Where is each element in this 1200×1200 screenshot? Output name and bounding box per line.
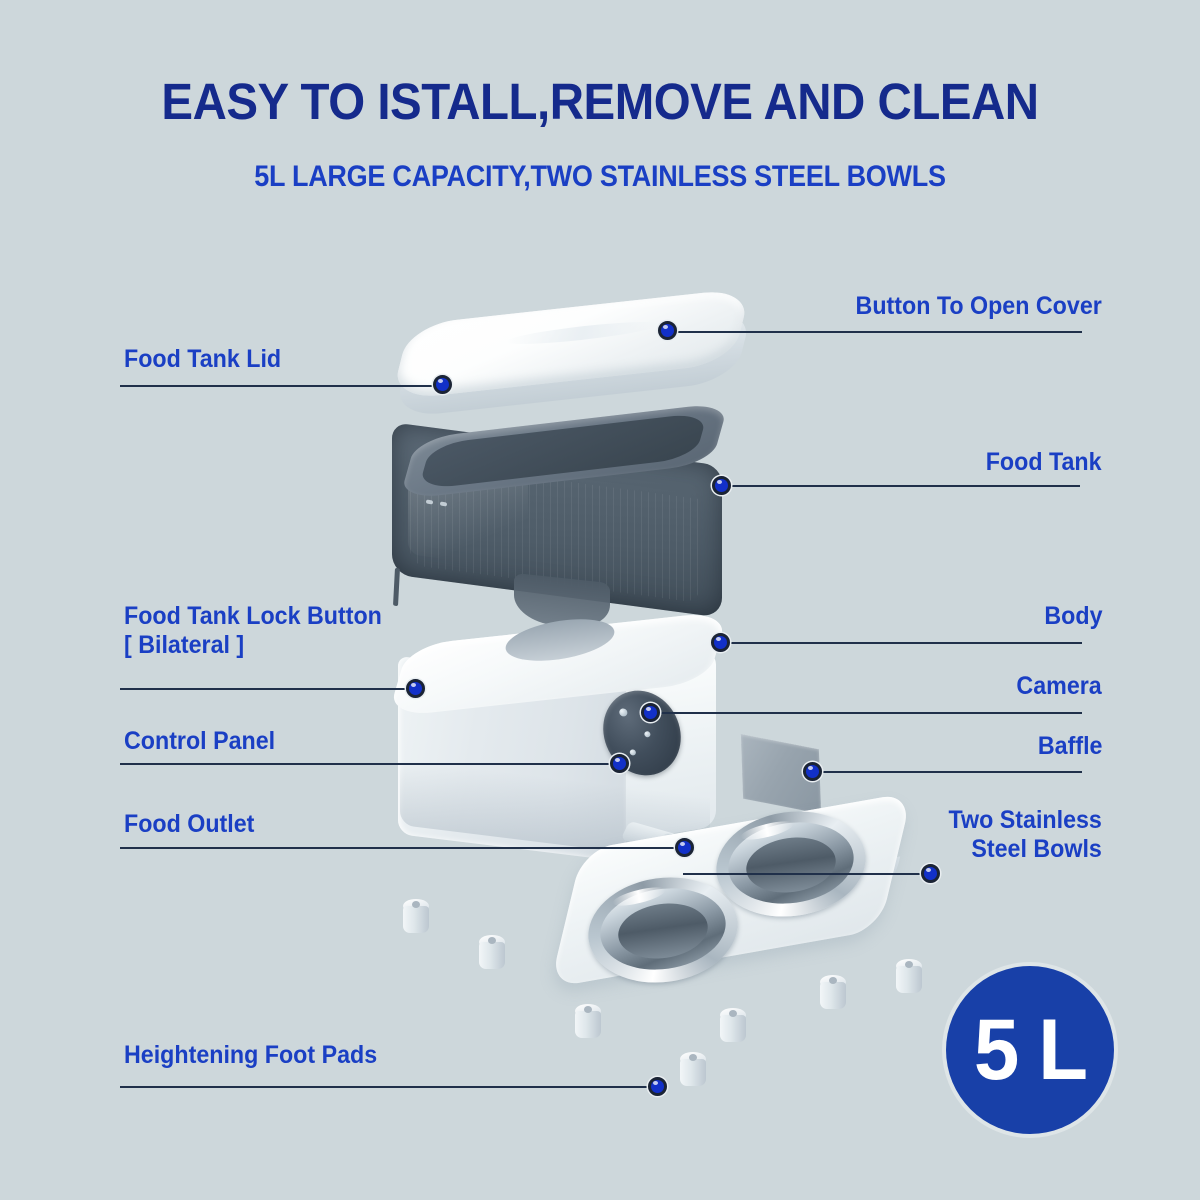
marker-food-tank[interactable] — [712, 476, 731, 495]
leader-food-tank-lock — [120, 688, 416, 690]
label-control-panel: Control Panel — [124, 727, 275, 756]
foot-pad — [479, 935, 505, 971]
label-food-tank: Food Tank — [986, 448, 1102, 477]
label-line: Two Stainless — [948, 806, 1102, 834]
label-line: Camera — [1016, 672, 1102, 700]
label-food-tank-lock-button: Food Tank Lock Button [ Bilateral ] — [124, 602, 382, 661]
leader-baffle — [812, 771, 1082, 773]
page-title: EASY TO ISTALL,REMOVE AND CLEAN — [161, 73, 1039, 130]
bowl-tray-art — [549, 792, 936, 1010]
marker-heightening-foot-pads[interactable] — [648, 1077, 667, 1096]
marker-camera[interactable] — [641, 703, 660, 722]
label-heightening-foot-pads: Heightening Foot Pads — [124, 1041, 377, 1070]
marker-button-to-open-cover[interactable] — [658, 321, 677, 340]
label-line: Body — [1043, 602, 1102, 630]
label-line: [ Bilateral ] — [124, 631, 245, 660]
label-body: Body — [1044, 602, 1102, 631]
tank-vent-slot — [440, 501, 447, 507]
capacity-badge: 5 L — [946, 966, 1114, 1134]
page-subtitle: 5L LARGE CAPACITY,TWO STAINLESS STEEL BO… — [254, 160, 946, 193]
panel-indicator — [618, 707, 629, 717]
foot-pad — [896, 959, 922, 995]
label-button-to-open-cover: Button To Open Cover — [856, 292, 1102, 321]
leader-body — [720, 642, 1082, 644]
tank-vent-slot — [426, 499, 433, 505]
label-line: Food Tank Lid — [124, 345, 282, 373]
stainless-bowl — [581, 868, 745, 992]
marker-body[interactable] — [711, 633, 730, 652]
tank-leg — [393, 567, 400, 607]
panel-indicator — [643, 730, 651, 738]
marker-control-panel[interactable] — [610, 754, 629, 773]
label-baffle: Baffle — [1037, 732, 1102, 761]
leader-food-tank-lid — [120, 385, 444, 387]
marker-two-stainless-bowls[interactable] — [921, 864, 940, 883]
label-two-stainless-steel-bowls: Two Stainless Steel Bowls — [949, 806, 1102, 865]
label-food-tank-lid: Food Tank Lid — [124, 345, 281, 374]
label-food-outlet: Food Outlet — [124, 810, 254, 839]
label-line: Heightening Foot Pads — [124, 1041, 378, 1069]
marker-food-outlet[interactable] — [675, 838, 694, 857]
marker-food-tank-lid[interactable] — [433, 375, 452, 394]
label-line: Button To Open Cover — [855, 292, 1102, 320]
leader-food-outlet — [120, 847, 685, 849]
leader-heightening-foot-pads — [120, 1086, 657, 1088]
stainless-bowl — [709, 802, 873, 926]
panel-indicator — [629, 749, 637, 756]
leader-button-to-open-cover — [667, 331, 1082, 333]
foot-pad — [403, 899, 429, 935]
label-line: Control Panel — [124, 727, 276, 755]
foot-pad — [680, 1052, 706, 1088]
label-line: Food Outlet — [124, 810, 255, 838]
foot-pad — [720, 1008, 746, 1044]
foot-pad — [820, 975, 846, 1011]
capacity-badge-text: 5 L — [973, 1001, 1088, 1098]
food-tank-lid-art — [390, 287, 753, 420]
food-tank-art — [388, 401, 736, 633]
label-line: Food Tank Lock Button — [124, 602, 382, 630]
leader-control-panel — [120, 763, 620, 765]
label-line: Baffle — [1037, 732, 1102, 760]
leader-food-tank — [722, 485, 1080, 487]
label-camera: Camera — [1017, 672, 1102, 701]
foot-pad — [575, 1004, 601, 1040]
label-line: Steel Bowls — [971, 835, 1102, 864]
leader-two-stainless-bowls — [683, 873, 930, 875]
marker-baffle[interactable] — [803, 762, 822, 781]
label-line: Food Tank — [986, 448, 1102, 476]
marker-food-tank-lock[interactable] — [406, 679, 425, 698]
leader-camera — [650, 712, 1082, 714]
